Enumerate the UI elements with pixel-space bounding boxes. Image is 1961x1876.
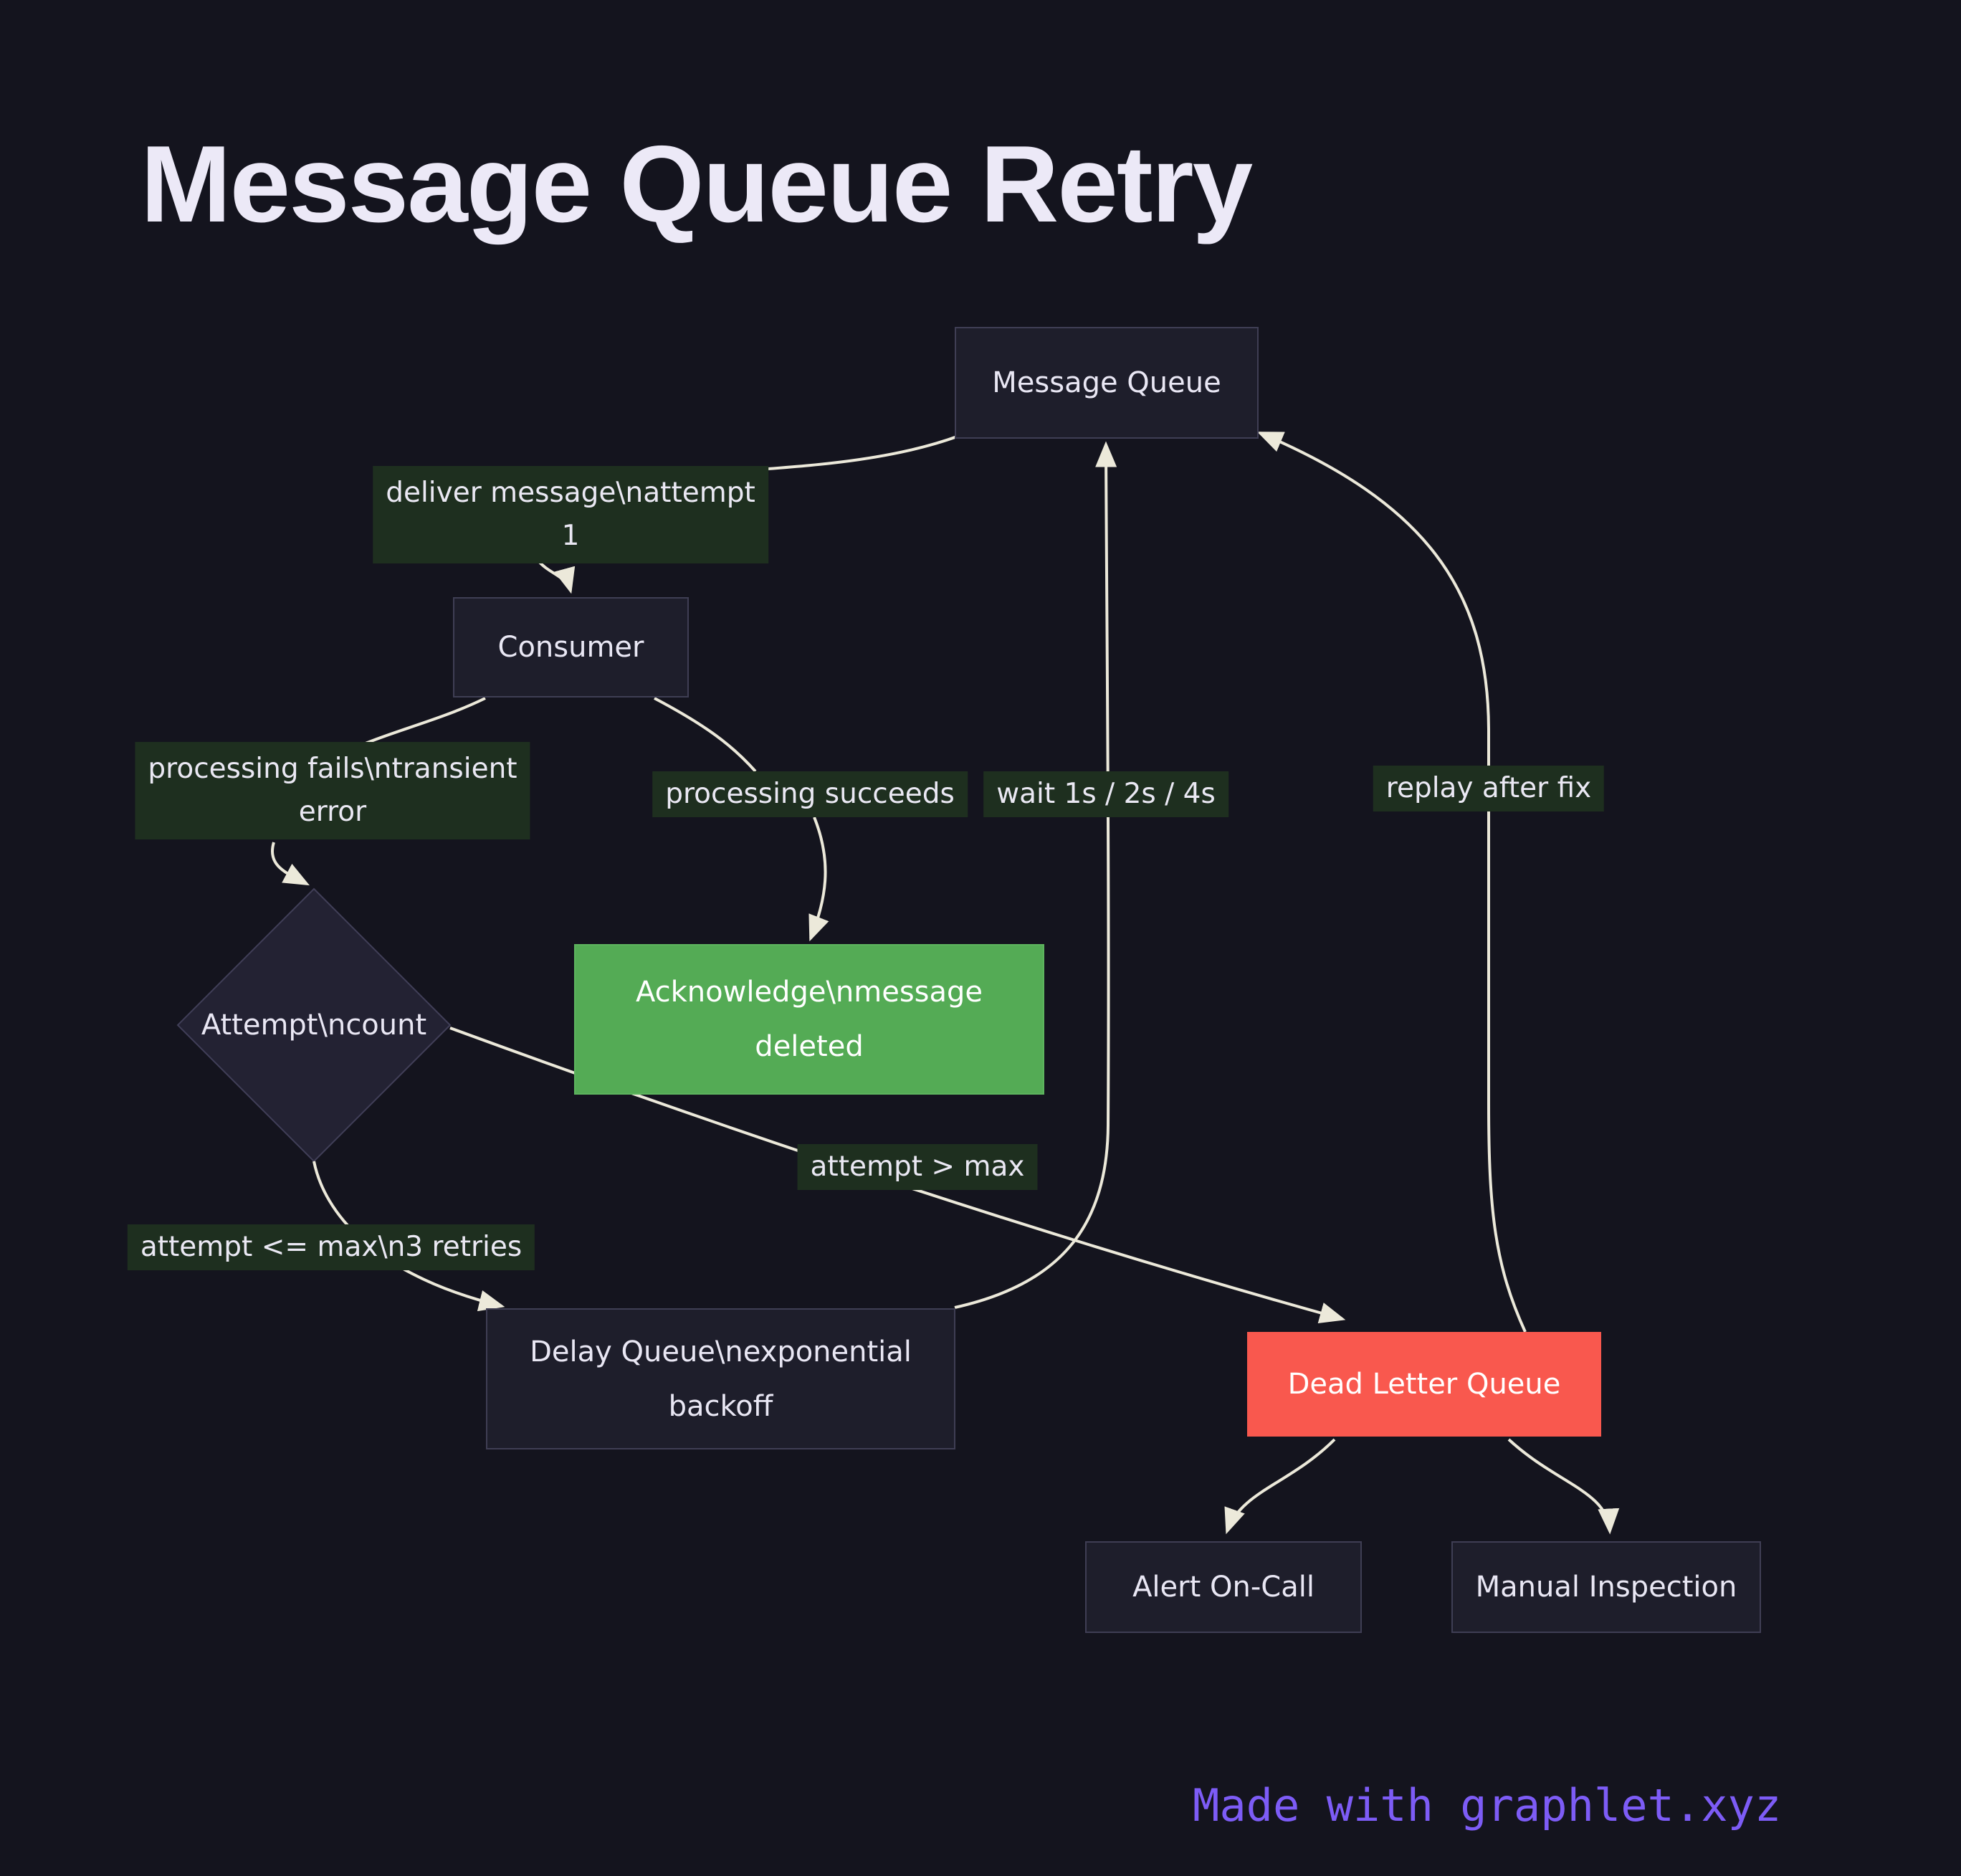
edge-label-attempt-gt-max-text: attempt > max (810, 1151, 1025, 1183)
node-manual-inspection: Manual Inspection (1451, 1541, 1761, 1633)
edge-label-attempt-le-max-text: attempt <= max\n3 retries (140, 1231, 523, 1263)
node-dead-letter-queue-label: Dead Letter Queue (1287, 1368, 1561, 1401)
edge-label-wait-text: wait 1s / 2s / 4s (996, 778, 1216, 810)
graphlet-credit: Made with graphlet.xyz (1193, 1779, 1782, 1832)
edge-succeeds-to-acknowledge (808, 816, 829, 942)
edge-label-deliver-message: deliver message\nattempt 1 (373, 466, 768, 563)
edge-dlq-to-manual (1507, 1438, 1620, 1535)
edge-label-deliver-line2: 1 (561, 520, 580, 552)
node-delay-queue-line1: Delay Queue\nexponential (530, 1335, 912, 1368)
node-consumer: Consumer (453, 597, 689, 697)
edge-fails-to-diamond (271, 842, 310, 886)
edge-label-processing-succeeds-text: processing succeeds (665, 778, 955, 810)
edge-label-wait: wait 1s / 2s / 4s (983, 771, 1228, 817)
node-attempt-count-label: Attempt\ncount (201, 1009, 427, 1042)
node-delay-queue: Delay Queue\nexponential backoff (486, 1308, 955, 1449)
edge-label-fails-line1: processing fails\ntransient (148, 753, 517, 785)
edge-queue-to-deliver-label (749, 434, 960, 472)
edge-label-fails-line2: error (298, 796, 367, 828)
node-message-queue-label: Message Queue (992, 366, 1221, 399)
edge-label-processing-fails: processing fails\ntransient error (135, 742, 530, 839)
edge-label-attempt-gt-max: attempt > max (797, 1144, 1038, 1190)
edge-dlq-to-queue-replay (1256, 432, 1527, 1333)
edge-label-processing-succeeds: processing succeeds (652, 771, 968, 817)
edge-consumer-to-fails-label (365, 697, 486, 745)
edge-label-replay-text: replay after fix (1385, 772, 1592, 804)
node-alert-on-call-label: Alert On-Call (1132, 1571, 1315, 1604)
edge-consumer-to-succeeds-label (654, 697, 757, 773)
node-acknowledge-line2: deleted (755, 1030, 864, 1063)
node-message-queue: Message Queue (955, 327, 1259, 439)
node-dead-letter-queue: Dead Letter Queue (1247, 1332, 1601, 1437)
edge-delay-to-queue-wait (954, 441, 1117, 1309)
diagram-title: Message Queue Retry (140, 123, 1253, 245)
node-consumer-label: Consumer (497, 631, 644, 664)
edge-dlq-to-alert (1224, 1438, 1336, 1535)
node-manual-inspection-label: Manual Inspection (1475, 1571, 1737, 1604)
edge-label-replay-after-fix: replay after fix (1373, 766, 1605, 811)
edge-label-deliver-line1: deliver message\nattempt (386, 477, 755, 509)
node-alert-on-call: Alert On-Call (1085, 1541, 1362, 1633)
edge-label-attempt-le-max: attempt <= max\n3 retries (127, 1224, 535, 1270)
node-acknowledge-line1: Acknowledge\nmessage (635, 976, 983, 1009)
node-delay-queue-line2: backoff (668, 1389, 773, 1423)
node-acknowledge: Acknowledge\nmessage deleted (574, 944, 1044, 1095)
